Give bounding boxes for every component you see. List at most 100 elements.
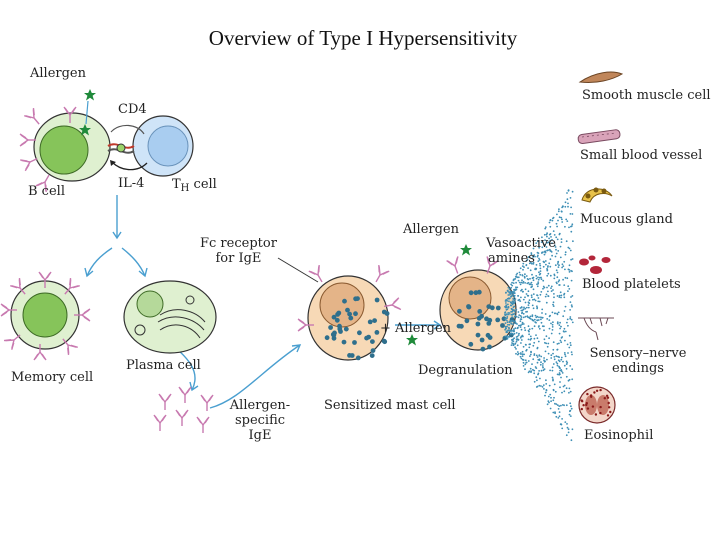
- vasoactive-amine-dot: [550, 285, 553, 288]
- vasoactive-amine-dot: [561, 266, 563, 269]
- eosinophil-granule: [607, 401, 610, 405]
- vasoactive-amine-dot: [508, 321, 511, 324]
- vasoactive-amine-dot: [565, 404, 568, 407]
- vasoactive-amine-dot: [571, 321, 574, 324]
- vasoactive-amine-dot: [530, 252, 533, 254]
- vasoactive-amine-dot: [558, 296, 561, 298]
- vasoactive-amine-dot: [553, 358, 556, 361]
- target-label-mucous-gland: Mucous gland: [580, 212, 673, 227]
- vasoactive-amine-dot: [506, 337, 509, 340]
- vasoactive-amine-dot: [557, 266, 560, 268]
- vasoactive-amine-dot: [563, 292, 566, 295]
- vasoactive-amine-dot: [515, 332, 518, 334]
- vasoactive-amine-dot: [507, 294, 510, 296]
- vasoactive-amine-dot: [538, 271, 540, 274]
- vasoactive-amine-dot: [540, 361, 542, 364]
- sensitized-mast-cell: [307, 275, 390, 361]
- vasoactive-amine-dot: [509, 290, 512, 293]
- vasoactive-amine-dot: [548, 262, 551, 265]
- allergen-arrow: [85, 100, 89, 125]
- vasoactive-amine-dot: [556, 276, 559, 279]
- vasoactive-amine-dot: [543, 250, 546, 253]
- vasoactive-amine-dot: [541, 308, 544, 311]
- vasoactive-amine-dot: [522, 262, 525, 265]
- mast-cell-granule: [477, 309, 483, 314]
- vasoactive-amine-dot: [561, 427, 564, 430]
- blood-platelets-icon: [579, 255, 611, 274]
- vasoactive-amine-dot: [550, 287, 552, 289]
- vasoactive-amine-dot: [566, 321, 568, 324]
- vasoactive-amine-dot: [504, 318, 507, 321]
- vasoactive-amine-dot: [570, 206, 572, 209]
- vasoactive-amine-dot: [556, 271, 559, 274]
- vasoactive-amine-dot: [520, 339, 523, 341]
- vasoactive-amine-dot: [568, 334, 571, 337]
- vasoactive-amine-dot: [537, 276, 539, 279]
- vasoactive-amine-dot: [550, 354, 553, 357]
- vasoactive-amine-dot: [533, 254, 536, 256]
- vasoactive-amine-dot: [549, 274, 552, 277]
- vasoactive-amine-dot: [546, 249, 548, 252]
- vasoactive-amine-dot: [537, 278, 540, 281]
- mast-cell-granule: [357, 330, 362, 336]
- vasoactive-amine-dot: [569, 415, 572, 417]
- plasma-cell: [123, 280, 217, 354]
- vasoactive-amine-dot: [531, 284, 533, 286]
- vasoactive-amine-dot: [532, 247, 535, 250]
- vasoactive-amine-dot: [527, 304, 530, 306]
- vasoactive-amine-dot: [553, 277, 556, 280]
- vasoactive-amine-dot: [562, 278, 564, 281]
- vasoactive-amines-spray: [504, 189, 574, 442]
- vasoactive-amine-dot: [566, 220, 569, 223]
- vasoactive-amine-dot: [512, 308, 514, 311]
- vasoactive-amine-dot: [532, 288, 535, 291]
- vasoactive-amine-dot: [510, 313, 513, 316]
- vasoactive-amine-dot: [511, 303, 514, 306]
- vasoactive-amine-dot: [513, 328, 515, 330]
- allergen-label: Allergen: [30, 66, 86, 81]
- vasoactive-amine-dot: [519, 273, 522, 276]
- il4-label: IL-4: [118, 176, 145, 191]
- vasoactive-amine-dot: [558, 405, 561, 407]
- vasoactive-amine-dot: [524, 343, 527, 346]
- vasoactive-amine-dot: [511, 316, 513, 318]
- vasoactive-amine-dot: [553, 244, 556, 247]
- vasoactive-amine-dot: [544, 350, 547, 353]
- vasoactive-amine-dot: [536, 305, 538, 308]
- vasoactive-amine-dot: [565, 387, 568, 390]
- vasoactive-amine-dot: [537, 372, 540, 375]
- vasoactive-amine-dot: [564, 225, 566, 228]
- vasoactive-amine-dot: [549, 219, 552, 222]
- vasoactive-amine-dot: [505, 308, 508, 311]
- vasoactive-amine-dot: [563, 327, 566, 330]
- vasoactive-amine-dot: [522, 316, 525, 319]
- vasoactive-amine-dot: [520, 357, 523, 360]
- vasoactive-amine-dot: [520, 306, 523, 309]
- vasoactive-amine-dot: [556, 263, 559, 265]
- vasoactive-amine-dot: [514, 327, 517, 330]
- degranulating-mast-cell: [439, 269, 517, 352]
- vasoactive-amine-dot: [513, 294, 516, 297]
- vasoactive-amine-dot: [551, 376, 554, 379]
- mast-cell-granule: [381, 309, 387, 315]
- vasoactive-amine-dot: [549, 258, 552, 261]
- vasoactive-amine-dot: [505, 292, 507, 294]
- vasoactive-amine-dot: [544, 295, 547, 298]
- vasoactive-amine-dot: [539, 270, 542, 272]
- vasoactive-amine-dot: [545, 241, 548, 244]
- vasoactive-amine-dot: [507, 312, 510, 314]
- mast-cell-granule: [457, 308, 462, 314]
- vasoactive-amine-dot: [565, 367, 568, 370]
- vasoactive-amine-dot: [556, 321, 559, 324]
- vasoactive-amine-dot: [506, 319, 508, 322]
- vasoactive-amine-dot: [505, 304, 508, 307]
- vasoactive-amine-dot: [510, 286, 513, 289]
- target-label-smooth-muscle: Smooth muscle cell: [582, 88, 711, 103]
- vasoactive-amine-dot: [541, 236, 543, 239]
- vasoactive-amine-dot: [556, 313, 559, 316]
- vasoactive-amine-dot: [563, 284, 566, 286]
- vasoactive-amine-dot: [531, 314, 534, 317]
- mast-cell-granule: [367, 319, 373, 325]
- vasoactive-amine-dot: [540, 276, 542, 279]
- vasoactive-amine-dot: [505, 330, 508, 333]
